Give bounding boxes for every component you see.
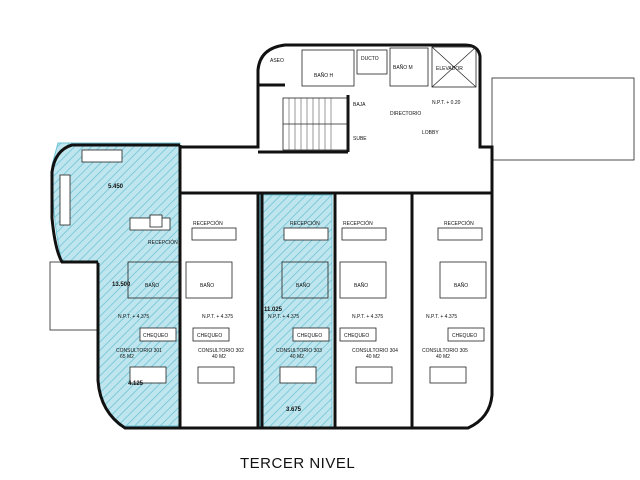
label-aseo: ASEO	[270, 58, 284, 64]
duct	[356, 49, 388, 75]
balcony-left	[49, 261, 99, 331]
label-bano-305: BAÑO	[454, 282, 468, 289]
dimension-5450: 5.450	[108, 184, 124, 190]
label-bano-302: BAÑO	[200, 282, 214, 289]
label-bano-303: BAÑO	[296, 282, 310, 289]
label-npt-302: N.P.T. + 4.375	[202, 314, 233, 320]
consultation-desks	[129, 366, 467, 384]
label-chequeo-304: CHEQUEO	[344, 333, 369, 339]
label-baja: BAJA	[353, 102, 366, 108]
dimension-13500: 13.500	[112, 282, 131, 288]
building-outline	[96, 43, 494, 430]
label-lobby: LOBBY	[422, 130, 439, 136]
label-chequeo-302: CHEQUEO	[197, 333, 222, 339]
waiting-seats	[59, 149, 123, 226]
label-ducto: DUCTO	[361, 56, 379, 62]
label-bano-h: BAÑO H	[314, 72, 334, 79]
label-recepcion-301: RECEPCIÓN	[148, 239, 178, 246]
dimension-4125: 4.125	[128, 381, 144, 387]
office-name-305: CONSULTORIO 305	[422, 348, 468, 354]
label-directorio: DIRECTORIO	[390, 111, 421, 117]
plan-title: TERCER NIVEL	[240, 455, 355, 472]
staircase	[282, 97, 348, 151]
label-npt-301: N.P.T. + 4.375	[118, 314, 149, 320]
bathroom-blocks	[127, 261, 487, 299]
label-bano-304: BAÑO	[354, 282, 368, 289]
balcony-right	[491, 77, 635, 161]
office-name-301: CONSULTORIO 301	[116, 348, 162, 354]
exam-beds	[139, 327, 485, 342]
label-npt-303: N.P.T. + 4.375	[268, 314, 299, 320]
curved-corner-left	[50, 143, 180, 264]
office-area-303: 40 M2	[290, 354, 304, 360]
label-recepcion-305: RECEPCIÓN	[444, 220, 474, 227]
label-elevador: ELEVADOR	[436, 66, 463, 72]
label-npt-lobby: N.P.T. + 0.20	[432, 100, 461, 106]
office-area-301: 65 M2	[120, 354, 134, 360]
label-recepcion-302: RECEPCIÓN	[193, 220, 223, 227]
label-npt-305: N.P.T. + 4.375	[426, 314, 457, 320]
label-chequeo-303: CHEQUEO	[297, 333, 322, 339]
label-chequeo-301: CHEQUEO	[143, 333, 168, 339]
label-recepcion-303: RECEPCIÓN	[290, 220, 320, 227]
label-chequeo-305: CHEQUEO	[452, 333, 477, 339]
elevator-shaft	[431, 46, 477, 88]
label-npt-304: N.P.T. + 4.375	[352, 314, 383, 320]
label-recepcion-304: RECEPCIÓN	[343, 220, 373, 227]
dimension-3675: 3.675	[286, 407, 302, 413]
office-area-304: 40 M2	[366, 354, 380, 360]
office-area-305: 40 M2	[436, 354, 450, 360]
office-area-302: 40 M2	[212, 354, 226, 360]
office-name-304: CONSULTORIO 304	[352, 348, 398, 354]
label-bano-m: BAÑO M	[393, 64, 413, 71]
office-name-303: CONSULTORIO 303	[276, 348, 322, 354]
label-bano-301: BAÑO	[145, 282, 159, 289]
dimension-11025: 11.025	[264, 307, 283, 313]
bathroom-women	[389, 47, 429, 87]
label-sube: SUBE	[353, 136, 367, 142]
bathroom-men	[301, 49, 355, 87]
reception-desks	[129, 214, 483, 241]
office-name-302: CONSULTORIO 302	[198, 348, 244, 354]
